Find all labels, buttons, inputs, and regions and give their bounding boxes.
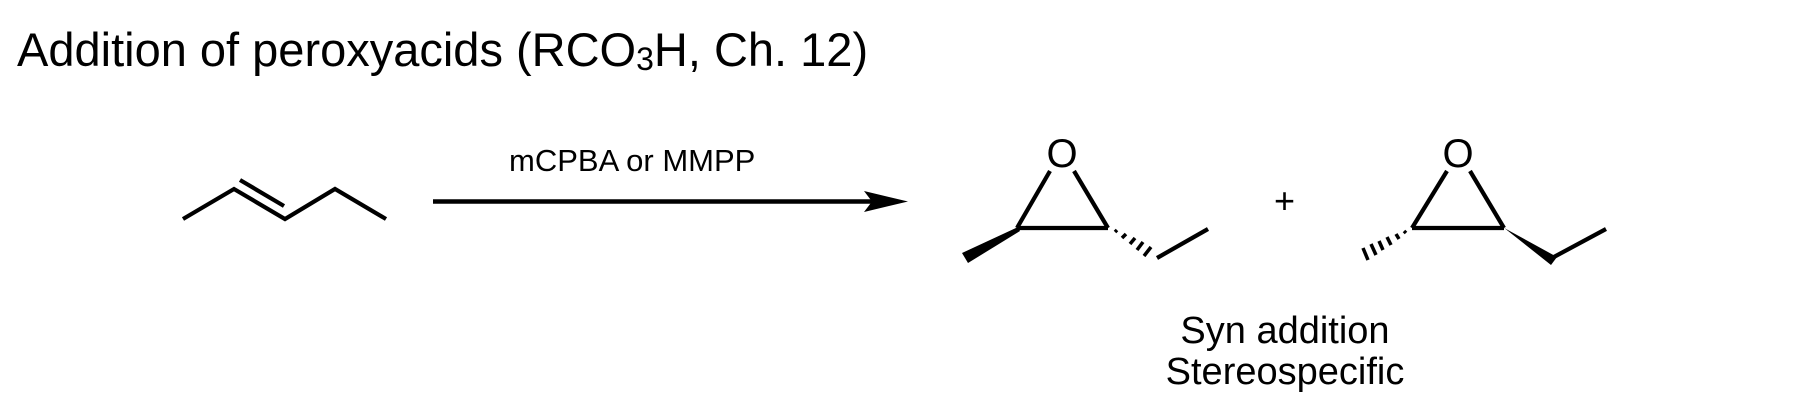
hash-bond-icon <box>1361 229 1408 261</box>
reactant-alkene <box>181 178 388 222</box>
product-epoxide-1: O <box>962 132 1210 263</box>
title-prefix: Addition of peroxyacids (RCO <box>17 23 637 76</box>
note-stereospecific: Stereospecific <box>1165 351 1405 393</box>
title-suffix: H, Ch. 12) <box>653 23 869 76</box>
title-subscript: 3 <box>636 41 654 77</box>
wedge-bond-icon <box>962 227 1020 263</box>
wedge-bond-icon <box>1503 227 1557 265</box>
oxygen-label: O <box>1046 132 1077 176</box>
plus-sign: + <box>1274 180 1296 221</box>
reaction-arrow-icon <box>433 191 908 212</box>
oxygen-label: O <box>1442 132 1473 176</box>
reagent-label: mCPBA or MMPP <box>509 143 756 178</box>
double-bond-line <box>238 178 286 208</box>
product-epoxide-2: O <box>1361 132 1607 265</box>
hash-bond-icon <box>1113 228 1153 258</box>
page-title: Addition of peroxyacids (RCO3H, Ch. 12) <box>17 22 868 78</box>
note-syn-addition: Syn addition <box>1180 310 1390 352</box>
